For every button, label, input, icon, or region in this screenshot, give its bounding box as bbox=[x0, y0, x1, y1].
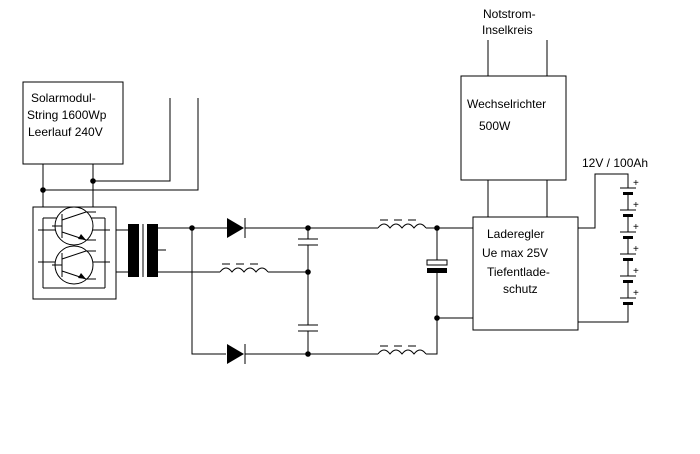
battery-plus-sign: + bbox=[633, 288, 639, 299]
open-lead-1 bbox=[43, 98, 199, 191]
open-lead-2 bbox=[93, 98, 171, 182]
battery-cell-plate bbox=[623, 302, 633, 305]
inverter: Wechselrichter 500W bbox=[460, 75, 567, 181]
battery-plus-sign: + bbox=[633, 266, 639, 277]
battery-plus-sign: + bbox=[633, 200, 639, 211]
transistor-bridge bbox=[32, 206, 117, 300]
diode-icon bbox=[227, 218, 246, 238]
battery-plus-sign: + bbox=[633, 178, 639, 189]
battery-cell-plate bbox=[623, 280, 633, 283]
rectifier-wiring bbox=[166, 218, 473, 364]
inductor-icon bbox=[219, 263, 269, 273]
battery-cell-plate bbox=[623, 258, 633, 261]
junction-dot bbox=[305, 351, 311, 357]
transformer-icon bbox=[128, 224, 194, 277]
charge-controller: Laderegler Ue max 25V Tiefentlade- schut… bbox=[472, 216, 579, 331]
capacitor-icon bbox=[298, 238, 318, 246]
inverter-box bbox=[460, 75, 567, 181]
capacitor-icon bbox=[298, 324, 318, 332]
solar-module-box bbox=[22, 81, 124, 165]
transistor-icon bbox=[52, 245, 96, 285]
solar-wiring bbox=[40, 98, 199, 207]
transistor-icon bbox=[52, 206, 96, 246]
inductor-icon bbox=[377, 219, 427, 229]
wire bbox=[191, 228, 226, 355]
battery-cell-plate bbox=[623, 192, 633, 195]
battery-label: 12V / 100Ah bbox=[582, 156, 648, 170]
emergency-output-label-1: Notstrom- bbox=[483, 7, 536, 21]
solar-module-label-1: Solarmodul- bbox=[31, 91, 96, 105]
solar-module: Solarmodul- String 1600Wp Leerlauf 240V bbox=[22, 81, 124, 165]
battery-cells: + + + + + + bbox=[620, 178, 639, 314]
charge-controller-label-1: Laderegler bbox=[487, 227, 544, 241]
inductor-icon bbox=[377, 345, 427, 355]
inverter-label-2: 500W bbox=[479, 119, 511, 133]
battery: 12V / 100Ah + + + + + + bbox=[578, 156, 648, 323]
electrolytic-capacitor-icon bbox=[426, 259, 448, 273]
battery-wire-positive bbox=[578, 173, 629, 229]
junction-dot bbox=[305, 225, 311, 231]
junction-dot bbox=[434, 315, 440, 321]
charge-controller-label-4: schutz bbox=[503, 282, 538, 296]
battery-wire-negative bbox=[578, 312, 629, 323]
battery-plus-sign: + bbox=[633, 244, 639, 255]
inverter-label-1: Wechselrichter bbox=[467, 97, 546, 111]
battery-plus-sign: + bbox=[633, 222, 639, 233]
diode-icon bbox=[227, 344, 246, 364]
wire bbox=[426, 317, 473, 355]
solar-module-label-2: String 1600Wp bbox=[27, 108, 107, 122]
charge-controller-label-3: Tiefentlade- bbox=[487, 265, 550, 279]
junction-dot bbox=[189, 225, 195, 231]
battery-cell-plate bbox=[623, 236, 633, 239]
battery-cell-plate bbox=[623, 214, 633, 217]
junction-dot bbox=[305, 269, 311, 275]
emergency-output-label-2: Inselkreis bbox=[482, 23, 533, 37]
charge-controller-label-2: Ue max 25V bbox=[482, 246, 548, 260]
solar-module-label-3: Leerlauf 240V bbox=[28, 125, 103, 139]
junction-dot bbox=[40, 187, 46, 193]
charge-controller-box bbox=[472, 216, 579, 331]
junction-dot bbox=[434, 225, 440, 231]
junction-dot bbox=[90, 178, 96, 184]
